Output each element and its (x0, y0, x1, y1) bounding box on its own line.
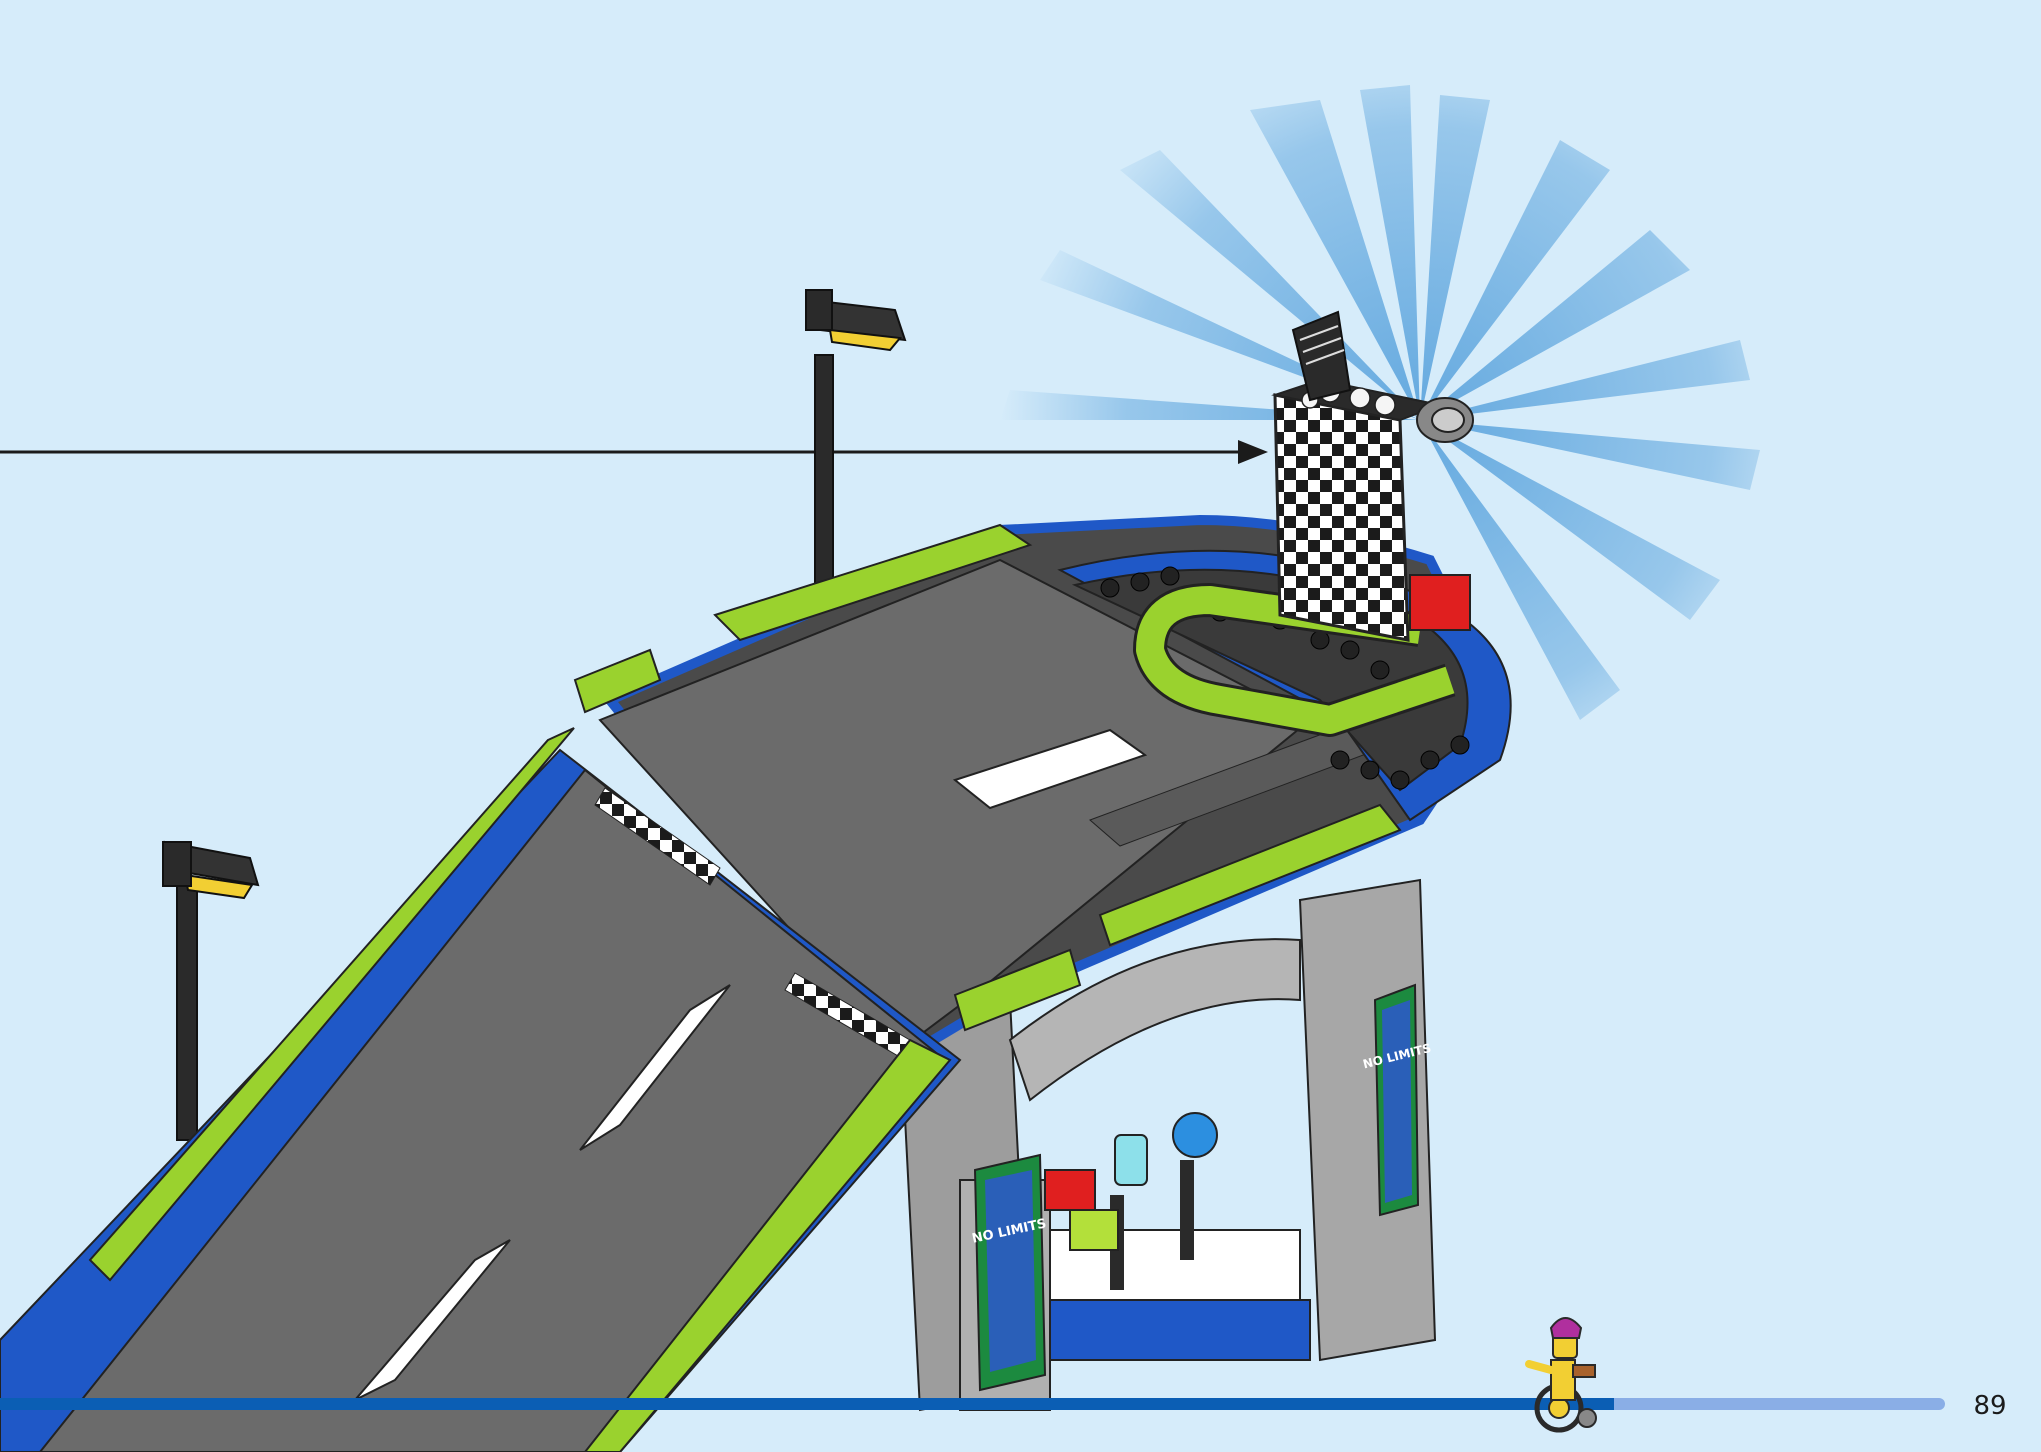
red-brick (1410, 575, 1470, 630)
progress-marker-figure (1529, 1318, 1596, 1430)
page-number: 89 (1960, 1388, 2020, 1424)
callout-arrow (0, 440, 1268, 464)
progress-fill (0, 1398, 1614, 1410)
banner-left: NO LIMITS (971, 1155, 1048, 1390)
lamp-post-back (806, 290, 905, 595)
progress-bar (0, 1398, 1945, 1410)
